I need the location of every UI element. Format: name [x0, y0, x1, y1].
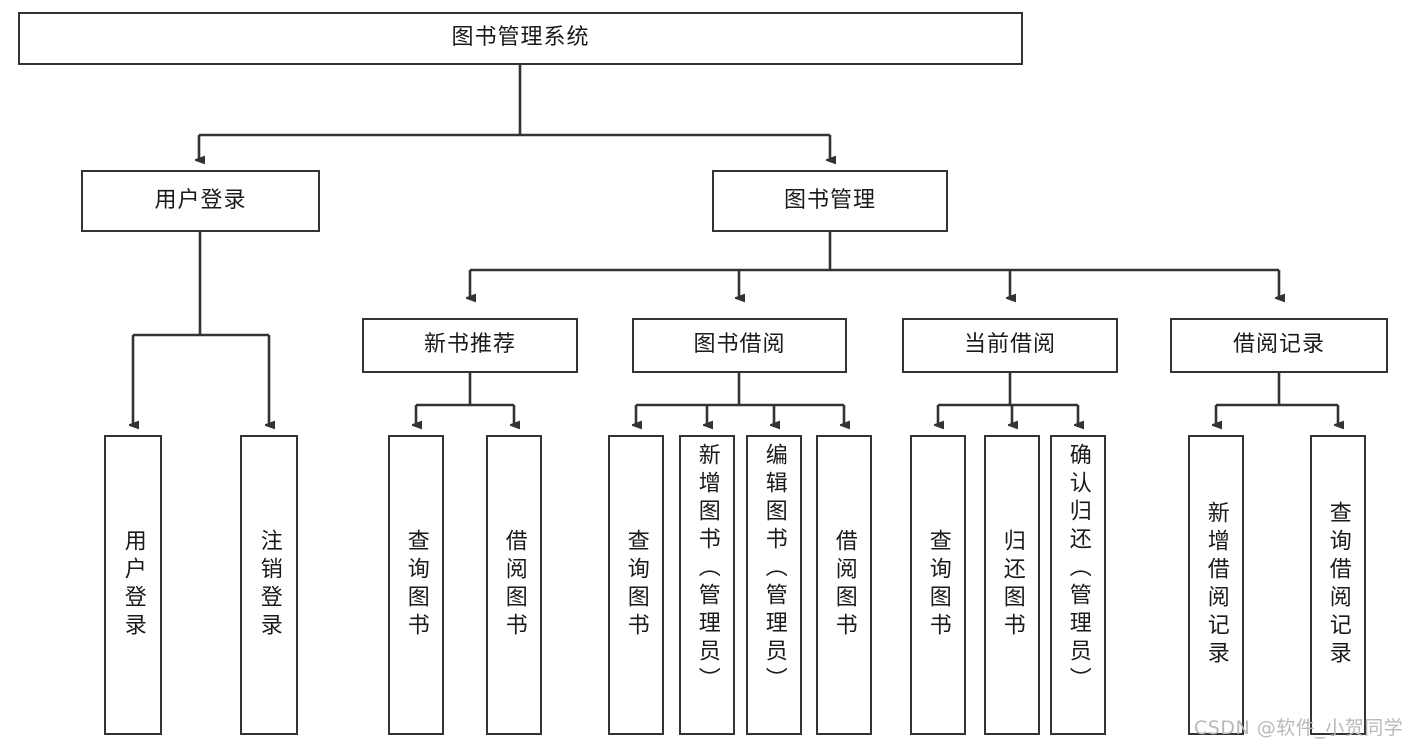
- leaf-current-confirm-return-admin-label: 确认归还（管理员）: [1065, 443, 1091, 695]
- node-book-borrow-label: 图书借阅: [693, 332, 786, 358]
- node-book-management-label: 图书管理: [783, 187, 876, 213]
- leaf-current-query-book-label: 查询图书: [925, 529, 951, 641]
- leaf-borrow-add-book-admin[interactable]: 新增图书（管理员）: [679, 435, 735, 735]
- csdn-watermark: CSDN @软件_小贺同学: [1194, 717, 1404, 739]
- leaf-borrow-borrow-book-label: 借阅图书: [831, 529, 857, 641]
- leaf-current-return-book[interactable]: 归还图书: [984, 435, 1040, 735]
- leaf-newbook-borrow-book[interactable]: 借阅图书: [486, 435, 542, 735]
- leaf-borrow-add-book-admin-label: 新增图书（管理员）: [694, 443, 720, 695]
- node-borrow-records-label: 借阅记录: [1232, 332, 1325, 358]
- leaf-records-add-record-label: 新增借阅记录: [1203, 501, 1229, 669]
- leaf-records-query-record-label: 查询借阅记录: [1325, 501, 1351, 669]
- leaf-borrow-borrow-book[interactable]: 借阅图书: [816, 435, 872, 735]
- leaf-borrow-edit-book-admin-label: 编辑图书（管理员）: [761, 443, 787, 695]
- node-new-book-recommend-label: 新书推荐: [423, 332, 516, 358]
- node-book-borrow[interactable]: 图书借阅: [632, 318, 847, 373]
- leaf-user-login[interactable]: 用户登录: [104, 435, 162, 735]
- node-new-book-recommend[interactable]: 新书推荐: [362, 318, 578, 373]
- leaf-newbook-borrow-book-label: 借阅图书: [501, 529, 527, 641]
- node-root-system[interactable]: 图书管理系统: [18, 12, 1023, 65]
- leaf-borrow-edit-book-admin[interactable]: 编辑图书（管理员）: [746, 435, 802, 735]
- node-user-login-label: 用户登录: [154, 187, 247, 213]
- node-borrow-records[interactable]: 借阅记录: [1170, 318, 1388, 373]
- leaf-records-query-record[interactable]: 查询借阅记录: [1310, 435, 1366, 735]
- leaf-newbook-query-book[interactable]: 查询图书: [388, 435, 444, 735]
- node-current-borrow[interactable]: 当前借阅: [902, 318, 1118, 373]
- node-book-management[interactable]: 图书管理: [712, 170, 948, 232]
- node-current-borrow-label: 当前借阅: [963, 332, 1056, 358]
- leaf-current-confirm-return-admin[interactable]: 确认归还（管理员）: [1050, 435, 1106, 735]
- leaf-borrow-query-book-label: 查询图书: [623, 529, 649, 641]
- leaf-user-logout[interactable]: 注销登录: [240, 435, 298, 735]
- leaf-user-logout-label: 注销登录: [256, 529, 282, 641]
- leaf-newbook-query-book-label: 查询图书: [403, 529, 429, 641]
- node-root-label: 图书管理系统: [451, 25, 590, 51]
- node-user-login[interactable]: 用户登录: [81, 170, 320, 232]
- leaf-borrow-query-book[interactable]: 查询图书: [608, 435, 664, 735]
- leaf-records-add-record[interactable]: 新增借阅记录: [1188, 435, 1244, 735]
- leaf-current-query-book[interactable]: 查询图书: [910, 435, 966, 735]
- leaf-current-return-book-label: 归还图书: [999, 529, 1025, 641]
- leaf-user-login-label: 用户登录: [120, 529, 146, 641]
